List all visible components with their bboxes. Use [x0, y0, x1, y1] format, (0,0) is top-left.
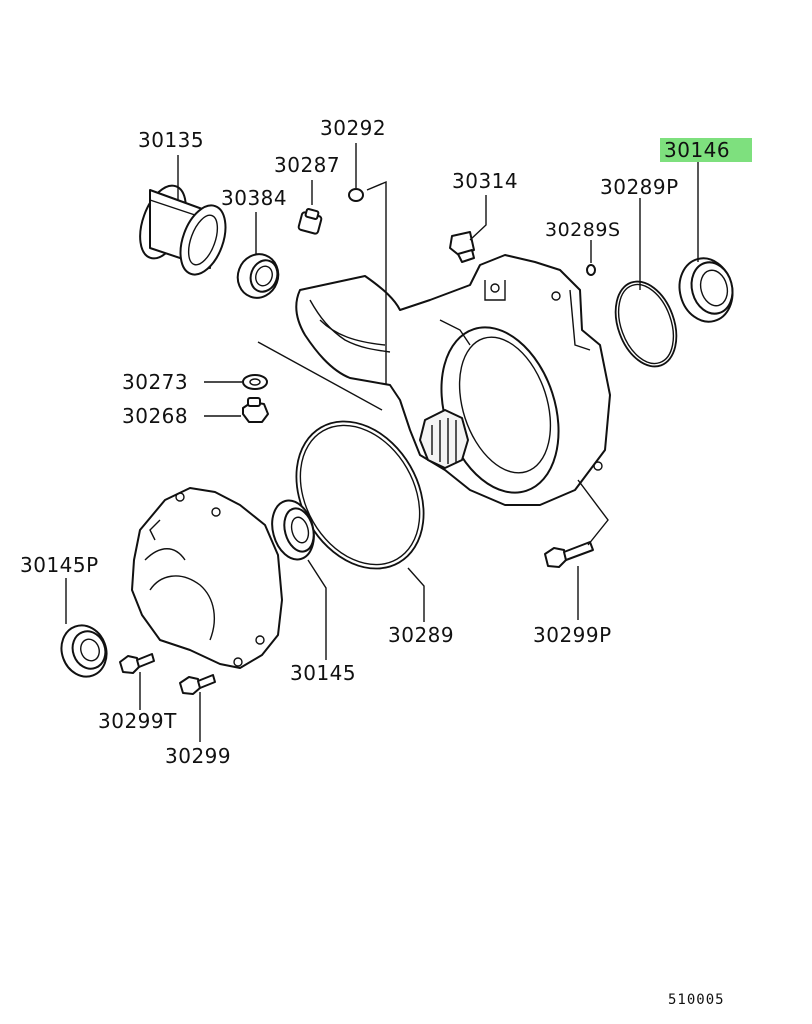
figure-code: 510005 [668, 992, 725, 1008]
label-30299p: 30299P [533, 623, 612, 647]
label-30384: 30384 [221, 186, 287, 210]
label-30268: 30268 [122, 404, 188, 428]
label-30314: 30314 [452, 169, 518, 193]
label-30135: 30135 [138, 128, 204, 152]
part-30146-drawing [678, 257, 734, 323]
part-30135-drawing [139, 184, 227, 276]
part-30289s-drawing [586, 264, 596, 276]
part-30299t-drawing [119, 653, 155, 674]
label-30145: 30145 [290, 661, 356, 685]
part-30384-drawing [236, 253, 280, 299]
label-30292: 30292 [320, 116, 386, 140]
part-30289p-drawing [614, 280, 678, 368]
part-30287-drawing [297, 208, 323, 235]
housing-rear-drawing [131, 487, 283, 669]
part-30145-drawing [271, 499, 315, 561]
label-30287: 30287 [274, 153, 340, 177]
label-30289: 30289 [388, 623, 454, 647]
part-30273-drawing [242, 374, 268, 390]
part-30299p-drawing [544, 541, 594, 568]
part-30268-drawing [242, 397, 269, 423]
label-30273: 30273 [122, 370, 188, 394]
label-30299: 30299 [165, 744, 231, 768]
label-30146: 30146 [664, 138, 730, 162]
part-30145p-drawing [60, 624, 108, 678]
housing-main-drawing [295, 254, 611, 506]
part-30299-drawing [179, 674, 216, 695]
label-30289p: 30289P [600, 175, 679, 199]
leader-lines [65, 143, 699, 742]
part-30314-drawing [449, 231, 475, 263]
part-highlight [660, 138, 752, 162]
label-30145p: 30145P [20, 553, 99, 577]
part-30292-drawing [348, 188, 364, 202]
label-30299t: 30299T [98, 709, 177, 733]
label-30289s: 30289S [545, 219, 621, 241]
